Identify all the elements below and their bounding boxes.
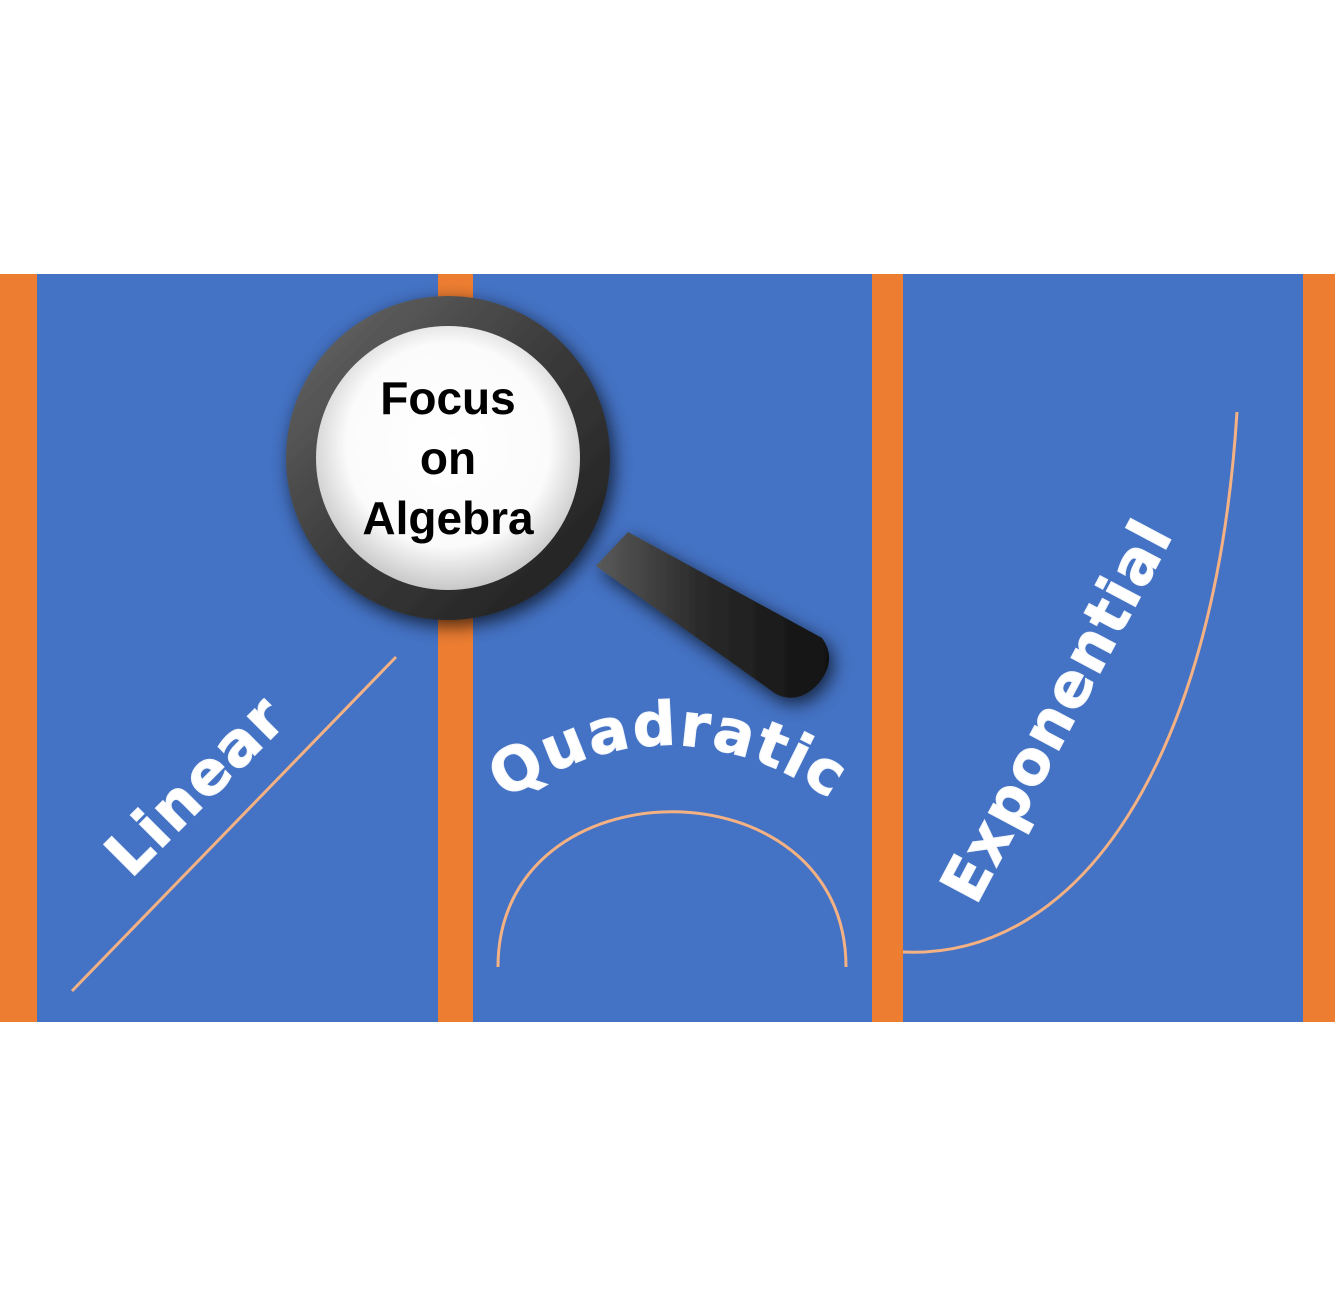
badge-line-1: Focus bbox=[380, 372, 515, 424]
quadratic-curve bbox=[496, 810, 848, 968]
panel-exponential bbox=[903, 274, 1303, 1022]
magnifier-lens bbox=[316, 326, 580, 590]
exponential-curve bbox=[902, 411, 1239, 954]
badge-line-2: on bbox=[420, 432, 476, 484]
linear-curve bbox=[70, 655, 398, 993]
magnifier-handle bbox=[596, 532, 830, 698]
magnifying-glass-icon bbox=[286, 296, 830, 698]
badge-line-3: Algebra bbox=[362, 492, 534, 544]
